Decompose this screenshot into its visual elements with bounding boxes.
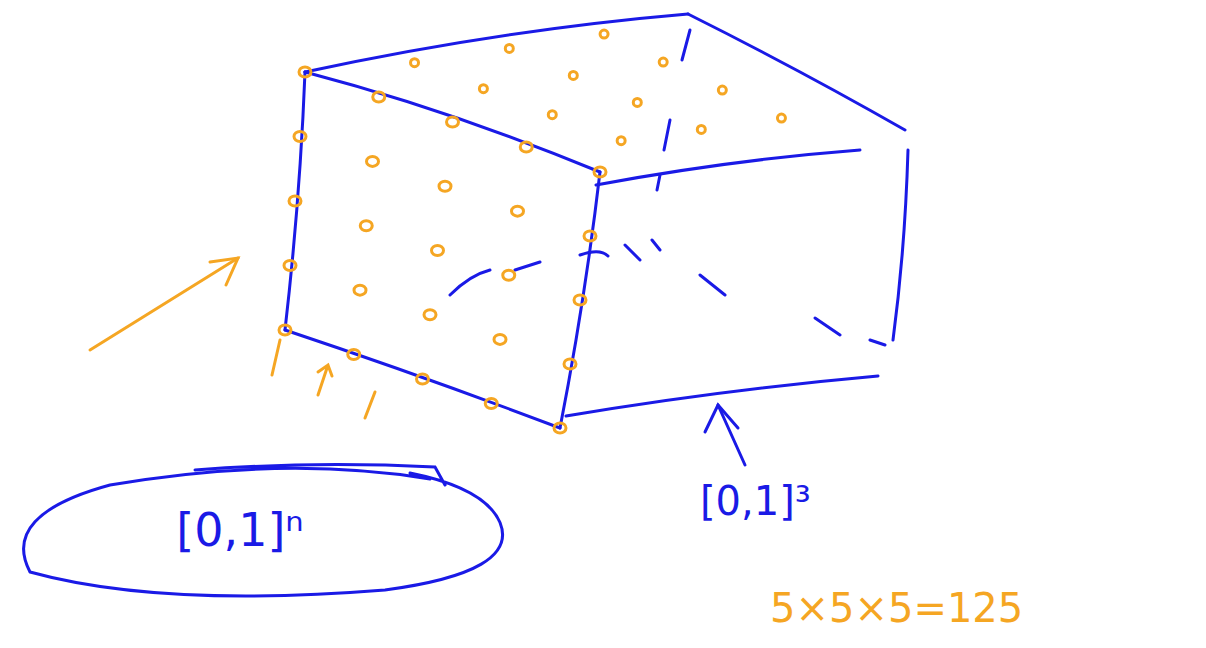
sample-dot [554,423,566,433]
sample-dot [439,181,451,191]
sample-dot [289,196,301,206]
sample-dot [574,295,586,305]
set-label: [0,1]ⁿ [176,503,303,557]
sample-dot [432,246,444,256]
label-arrow [705,405,745,465]
sample-dot [360,221,372,231]
sample-dot [512,206,524,216]
sample-dot [299,67,311,77]
sample-dot [520,142,532,152]
sample-dot [354,285,366,295]
sample-dot [564,359,576,369]
sample-dot [659,58,667,66]
sample-dot [479,85,487,93]
pointer-arrow [90,258,375,418]
sample-dot [718,86,726,94]
sample-dot [600,30,608,38]
sample-dot [417,374,429,384]
sample-dot [569,71,577,79]
sample-dot [284,261,296,271]
sample-dot [447,117,459,127]
ellipse-node: [0,1]ⁿ [10,455,510,605]
sample-dot [633,98,641,106]
sample-dot [348,350,360,360]
sample-dot [373,92,385,102]
sample-dot [424,310,436,320]
sample-dot [279,325,291,335]
sample-dot [548,111,556,119]
sample-dot [294,132,306,142]
sample-dot [594,167,606,177]
sample-dot [617,137,625,145]
sample-dot [584,231,596,241]
sample-dot [411,59,419,67]
sample-dot [494,334,506,344]
cube-edges [285,14,908,428]
sample-dot [503,270,515,280]
sample-dot [367,156,379,166]
sample-dot [697,125,705,133]
count-note: 5×5×5=125 [770,585,1023,631]
sample-dot [485,399,497,409]
sample-points [279,30,785,433]
sample-dot [505,44,513,52]
sample-dot [777,114,785,122]
cube-label: [0,1]³ [700,478,811,524]
